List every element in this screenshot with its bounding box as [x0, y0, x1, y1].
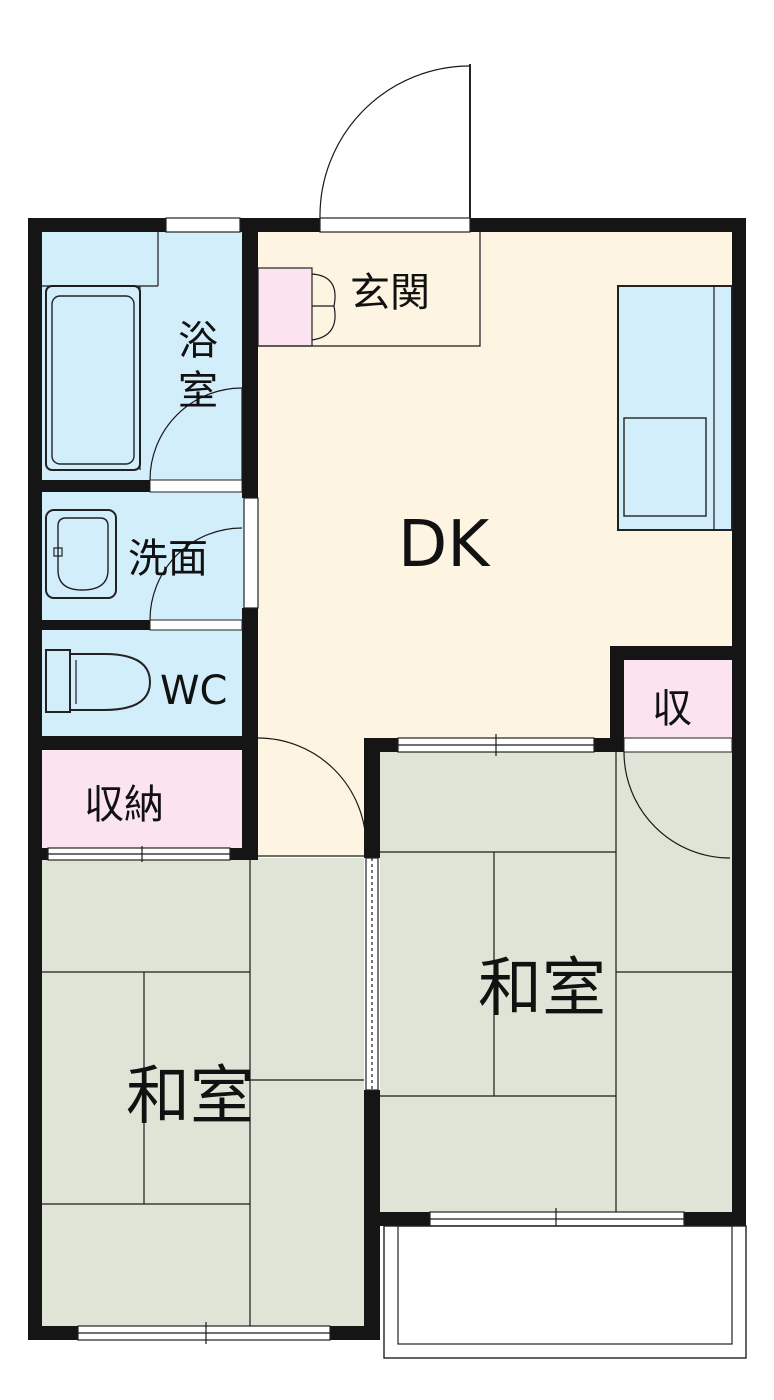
wc-floor — [40, 628, 244, 736]
bath-floor — [40, 232, 244, 486]
bath-label-2: 室 — [178, 368, 218, 414]
washitsu-left-floor — [40, 858, 364, 1328]
dk-label: DK — [398, 508, 491, 582]
washitsu-left-label: 和室 — [126, 1060, 254, 1134]
bath-label-1: 浴 — [178, 318, 218, 364]
entrance-label: 玄関 — [350, 270, 430, 316]
washitsu-right-label: 和室 — [478, 952, 606, 1026]
shoe-cabinet — [257, 267, 313, 347]
storage-left-floor — [40, 750, 244, 850]
washitsu-right-floor — [380, 752, 732, 1212]
storage-right-floor — [624, 660, 732, 740]
wc-label: WC — [160, 668, 227, 714]
washroom-floor — [40, 492, 244, 622]
storage-right-label: 収 — [652, 686, 692, 732]
storage-left-label: 収納 — [84, 782, 164, 828]
washroom-label: 洗面 — [128, 536, 208, 582]
dk-floor — [256, 232, 732, 856]
